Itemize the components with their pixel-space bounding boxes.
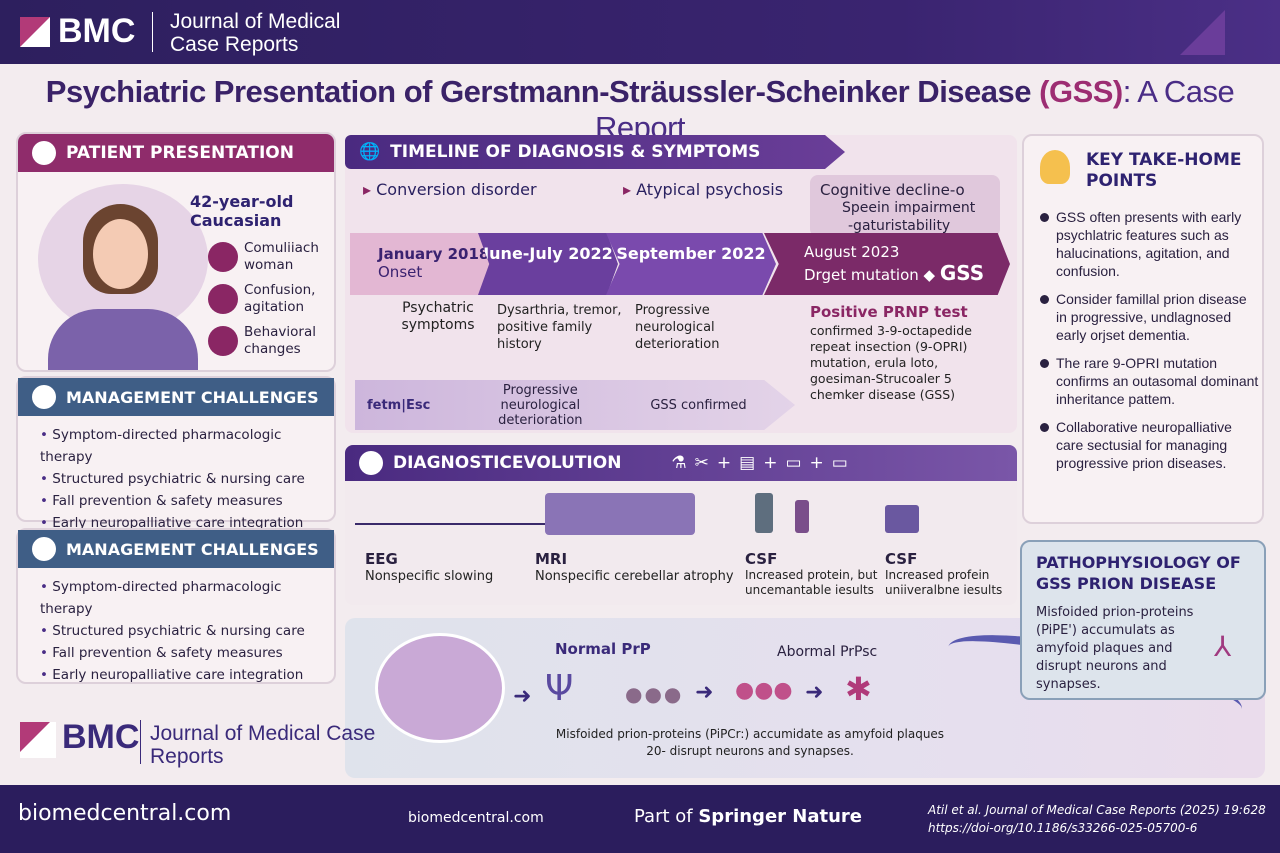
confusion-icon — [208, 284, 238, 314]
patient-illustration — [38, 184, 208, 370]
plaque-icon: ✱ — [845, 670, 872, 708]
management-panel-1: MANAGEMENT CHALLENGES Symptom-directed p… — [16, 376, 336, 531]
prion-icon: ⅄ — [1214, 630, 1232, 663]
patient-presentation-panel: PATIENT PRESENTATION 42-year-old Caucasi… — [16, 132, 336, 372]
journal-name: Journal of Medical Case Reports — [170, 10, 341, 56]
citation: Atil et al. Journal of Medical Case Repo… — [928, 803, 1266, 835]
bmc-logo-mark — [20, 17, 50, 47]
timeline-header: 🌐TIMELINE OF DIAGNOSIS & SYMPTOMS — [345, 135, 845, 169]
management-item: Fall prevention & safety measures — [40, 642, 334, 664]
person-icon — [359, 451, 383, 475]
management-item: Structured psychiatric & nursing care — [40, 620, 334, 642]
management-panel-2: MANAGEMENT CHALLENGES Symptom-directed p… — [16, 528, 336, 684]
stage-june-july-2022: June-July 2022 — [478, 233, 618, 295]
protein-spheres: ●●● — [625, 682, 684, 706]
mri-scanner-illustration — [545, 493, 695, 535]
journal-name-lower: Journal of Medical Case Reports — [150, 722, 376, 768]
mechanism-caption: Misfoided prion-proteins (PiPCr:) accumi… — [555, 727, 945, 758]
eeg-wave-illustration — [355, 495, 545, 525]
pharmacy-icon — [32, 385, 56, 409]
stage-desc: Dysarthria, tremor, positive family hist… — [497, 303, 622, 352]
person-icon — [32, 141, 56, 165]
diagnostic-icons: ⚗✂+▤+▭+▭ — [671, 453, 856, 473]
footer-site-left[interactable]: biomedcentral.com — [18, 801, 232, 826]
page-title: Psychiatric Presentation of Gerstmann-St… — [45, 74, 1235, 145]
patient-item: Confusion, agitation — [208, 282, 333, 316]
gss-badge: GSS — [939, 261, 985, 285]
stage-desc: Progressive neurological deterioration — [635, 303, 720, 352]
footer-site[interactable]: biomedcentral.com — [408, 810, 544, 826]
takehome-item: GSS often presents with early psychlatri… — [1038, 208, 1260, 280]
takehome-panel: KEY TAKE-HOME POINTS GSS often presents … — [1022, 134, 1264, 524]
later-symptoms-box: Cognitive decline-o Speein impairment -g… — [810, 175, 1000, 237]
diagnosis-conversion: ▸ Conversion disorder — [363, 180, 537, 199]
normal-prp-label: Normal PrP — [555, 640, 651, 658]
takehome-heading: KEY TAKE-HOME POINTS — [1086, 150, 1242, 191]
prnp-title: Positive PRNP test — [810, 303, 968, 321]
arrow-icon: ➜ — [695, 680, 714, 705]
brain-illustration — [375, 633, 505, 743]
stage-september-2022: September 2022 — [606, 233, 776, 295]
patient-item: Comuliiach woman — [208, 240, 333, 274]
management-item: Early neuropalliative care integration — [40, 664, 334, 686]
diagnostic-header: DIAGNOSTICEVOLUTION⚗✂+▤+▭+▭ — [345, 445, 1017, 481]
pathophysiology-panel: PATHOPHYSIOLOGY OF GSS PRION DISEASE Mis… — [1020, 540, 1266, 700]
timeline-panel: 🌐TIMELINE OF DIAGNOSIS & SYMPTOMS ▸ Conv… — [345, 135, 1017, 433]
bmc-logo-mark-lower — [20, 722, 56, 758]
springer-nature: Part of Springer Nature — [634, 806, 863, 827]
patient-presentation-header: PATIENT PRESENTATION — [18, 134, 334, 172]
toolbox-icon — [32, 537, 56, 561]
footer: biomedcentral.com biomedcentral.com Part… — [0, 785, 1280, 853]
doi-link[interactable]: https://doi-org/10.1186/s33266-025-05700… — [928, 821, 1198, 835]
arrow-icon: ➜ — [805, 680, 824, 705]
pathophysiology-text: Misfoided prion-proteins (PiPE') accumul… — [1036, 605, 1194, 692]
takehome-item: The rare 9-OPRI mutation confirms an out… — [1038, 354, 1260, 408]
management-item: Early neuropalliative care integration — [40, 512, 334, 534]
normal-prp-icon: Ψ — [545, 668, 574, 709]
management-item: Structured psychiatric & nursing care — [40, 468, 334, 490]
bottom-timeline-arrow: fetm|Esc Progressive neurological deteri… — [355, 380, 795, 430]
misfolded-spheres: ●●● — [735, 678, 793, 703]
takehome-item: Consider famillal prion disease in progr… — [1038, 290, 1260, 344]
behavior-icon — [208, 326, 238, 356]
patient-item: Behavioral changes — [208, 324, 333, 358]
management-header-1: MANAGEMENT CHALLENGES — [18, 378, 334, 416]
management-item: Fall prevention & safety measures — [40, 490, 334, 512]
globe-icon: 🌐 — [359, 142, 381, 162]
arrow-icon: ➜ — [513, 684, 532, 709]
csf-vial-icon — [755, 493, 773, 533]
stage-desc: Psychatric symptoms — [401, 300, 475, 333]
takehome-item: Collaborative neuropalliative care sectu… — [1038, 418, 1260, 472]
abnormal-prp-label: Abormal PrPsc — [777, 644, 878, 660]
prnp-desc: confirmed 3-9-octapedide repeat insectio… — [810, 323, 972, 402]
pathophysiology-heading: PATHOPHYSIOLOGY OF GSS PRION DISEASE — [1036, 553, 1241, 593]
dna-icon — [208, 242, 238, 272]
diagnosis-psychosis: ▸ Atypical psychosis — [623, 180, 784, 199]
bmc-logo: BMC — [58, 12, 136, 50]
patient-age: 42-year-old Caucasian — [190, 192, 294, 230]
management-item: Symptom-directed pharmacologic therapy — [40, 424, 334, 468]
corner-decoration — [1180, 10, 1225, 55]
report-icon — [885, 505, 919, 533]
management-item: Symptom-directed pharmacologic therapy — [40, 576, 334, 620]
header-bar: BMC Journal of Medical Case Reports — [0, 0, 1280, 64]
csf-vial-icon — [795, 500, 809, 533]
lightbulb-icon — [1040, 150, 1070, 184]
bmc-logo-lower: BMC — [62, 718, 140, 756]
management-header-2: MANAGEMENT CHALLENGES — [18, 530, 334, 568]
